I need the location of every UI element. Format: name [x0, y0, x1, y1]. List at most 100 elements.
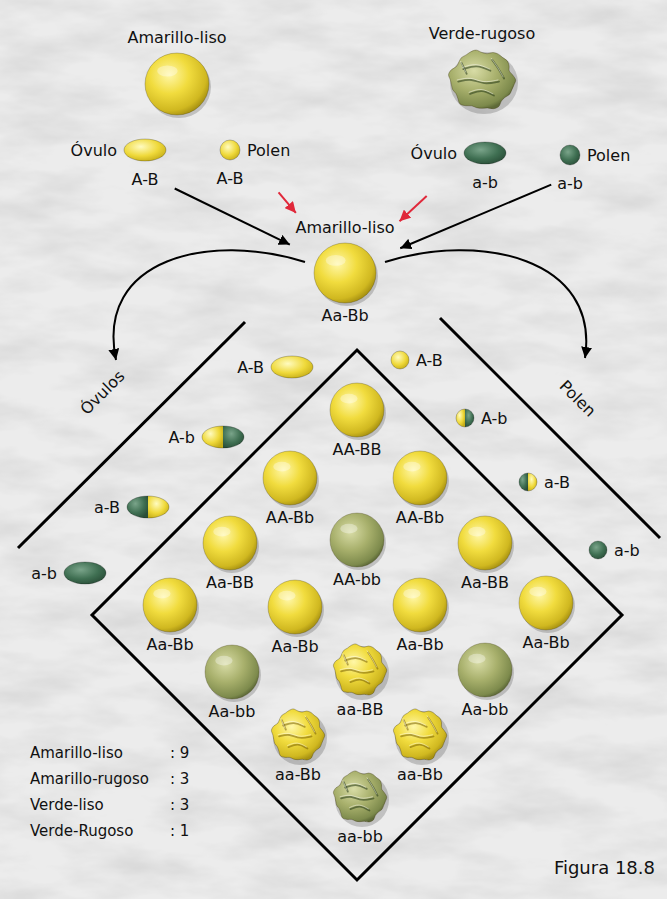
pea-node: Aa-BB: [197, 510, 263, 594]
ovule-node: A-B: [235, 350, 319, 384]
text-slot: Amarillo-liso: [30, 743, 123, 762]
cross-arrow: [279, 192, 296, 213]
pea-wrinkle-light: [343, 781, 347, 790]
side-label: a-b: [31, 564, 57, 583]
group-label: Polen: [556, 376, 600, 420]
text-slot: : 9: [170, 743, 189, 762]
pea-wrinkle-light: [340, 795, 372, 798]
pea-node: aa-bb: [327, 764, 393, 848]
pea-node: Aa-Bb: [262, 574, 328, 658]
pea-node: Aa-BB: [452, 510, 518, 594]
text-slot: Verde-Rugoso: [30, 821, 133, 840]
genotype-label: Aa-Bb: [146, 635, 193, 654]
gamete-outline: [589, 541, 607, 559]
genotype-label: aa-Bb: [275, 765, 321, 784]
pea-node: Amarillo-lisoAa-Bb: [293, 216, 396, 327]
pea-picture: [259, 447, 321, 509]
pea-node: aa-Bb: [387, 702, 453, 786]
text-slot: AA-Bb: [396, 508, 444, 527]
gamete-shape: [220, 140, 240, 160]
genotype-label: Aa-Bb: [271, 637, 318, 656]
pea-wrinkle-light: [344, 656, 366, 660]
text-slot: aa-BB: [337, 700, 384, 719]
text-slot: Amarillo-liso: [127, 28, 226, 47]
pea-node: Aa-bb: [199, 639, 265, 723]
gamete-outline: [519, 473, 537, 491]
gamete-shape: [464, 142, 506, 164]
genotype-label: Aa-BB: [206, 573, 254, 592]
pea-highlight: [273, 462, 290, 472]
phenotype-label: Amarillo-liso: [127, 28, 226, 47]
genotype-label: aa-bb: [337, 827, 383, 846]
pea-wrinkle: [463, 66, 490, 70]
ovule-node: ÓvuloA-B: [69, 133, 172, 191]
gamete-half: [148, 496, 169, 518]
pea-picture: [141, 49, 213, 119]
gamete-picture: [452, 405, 478, 431]
pea-node: aa-BB: [327, 637, 393, 721]
pea-picture: [199, 512, 261, 574]
pea-highlight: [403, 589, 420, 599]
ovule-node: Óvuloa-b: [409, 136, 512, 194]
pea-node: AA-Bb: [257, 445, 323, 529]
pea-highlight: [529, 587, 546, 597]
phenotype-label: Verde-rugoso: [429, 24, 535, 43]
cross-arrow: [400, 196, 427, 221]
pollen-node: a-b: [583, 535, 642, 565]
gamete-picture: [556, 141, 584, 169]
pea-picture: [329, 766, 391, 828]
pea-wrinkle-light: [344, 783, 366, 787]
text-slot: Aa-Bb: [321, 306, 368, 325]
gamete-half: [223, 426, 244, 448]
text-slot: Aa-Bb: [522, 633, 569, 652]
gamete-picture: [387, 347, 413, 373]
pea-wrinkle-light: [288, 743, 307, 747]
pea-wrinkle-light: [340, 668, 372, 671]
text-slot: AA-bb: [333, 570, 381, 589]
pea-highlight: [468, 527, 485, 537]
pea-wrinkle-light: [282, 721, 304, 725]
text-slot: Polen: [587, 146, 630, 165]
gamete-outline: [220, 140, 240, 160]
pea-picture: [264, 576, 326, 638]
gamete-shape: [391, 351, 409, 369]
gamete-outline: [391, 351, 409, 369]
count-value: : 1: [170, 822, 189, 840]
curved-arrow: [385, 250, 586, 358]
phenotype-label: Amarillo-liso: [295, 218, 394, 237]
text-slot: : 3: [170, 769, 189, 788]
pea-wrinkle: [351, 807, 370, 811]
genotype-label: Aa-Bb: [522, 633, 569, 652]
pea-wrinkle-light: [305, 716, 314, 732]
text-slot: A-B: [132, 170, 159, 189]
text-slot: A-B: [237, 358, 264, 377]
text-slot: Aa-bb: [209, 702, 256, 721]
pea-wrinkle-light: [350, 805, 369, 809]
pea-picture: [326, 379, 388, 441]
text-slot: A-B: [217, 169, 244, 188]
pea-wrinkle: [470, 91, 494, 95]
pea-node: Verde-rugoso: [427, 22, 537, 117]
gamete-picture: [60, 558, 110, 588]
pea-picture: [389, 704, 451, 766]
smooth-pea: [393, 578, 447, 632]
text-slot: : 1: [170, 821, 189, 840]
gamete-shape: [589, 541, 607, 559]
pea-wrinkle-light: [427, 716, 436, 732]
pea-wrinkle: [289, 745, 308, 749]
pea-node: Amarillo-liso: [125, 26, 228, 121]
pea-highlight: [340, 394, 357, 404]
gamete-shape: [560, 145, 580, 165]
pea-picture: [454, 639, 516, 701]
pea-wrinkle-light: [367, 651, 376, 667]
count-name: Amarillo-rugoso: [30, 770, 149, 788]
pea-highlight: [215, 656, 232, 666]
pollen-node: PolenA-B: [214, 134, 292, 190]
pea-highlight: [403, 462, 420, 472]
genotype-label: AA-bb: [333, 570, 381, 589]
side-label: Óvulo: [411, 144, 457, 163]
pea-picture: [329, 639, 391, 701]
pea-wrinkle-light: [457, 78, 498, 81]
gamete-picture: [460, 138, 510, 168]
